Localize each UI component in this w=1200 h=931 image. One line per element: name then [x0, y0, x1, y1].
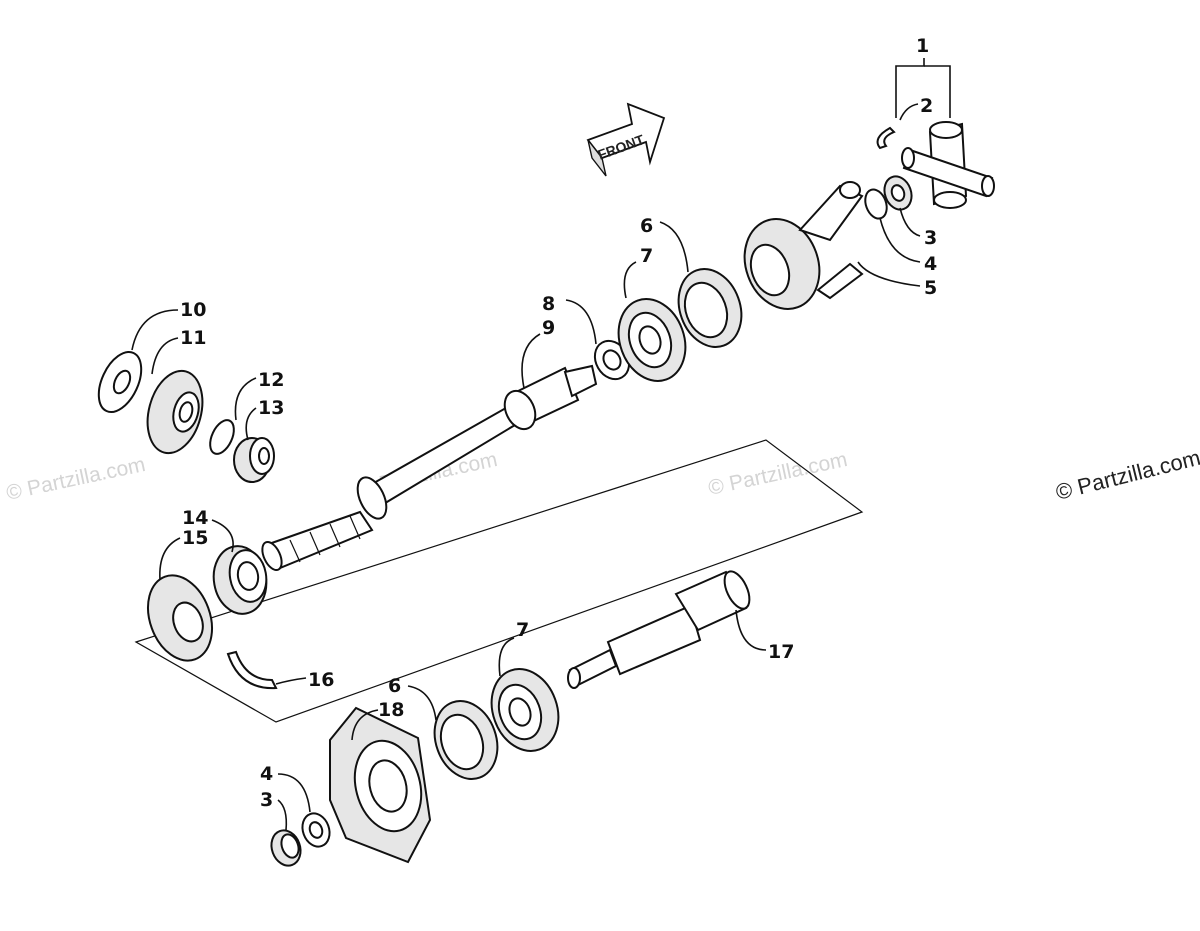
- callout-3-lower: 3: [260, 789, 273, 811]
- pinion-gear-11: [146, 369, 204, 455]
- shim-12: [209, 419, 235, 455]
- ring-gear-15: [147, 574, 213, 662]
- nut-3-upper: [883, 175, 913, 211]
- callout-5: 5: [924, 277, 937, 299]
- shaft-17: [567, 570, 751, 689]
- callout-7-lower: 7: [516, 619, 529, 641]
- clip-2: [876, 126, 896, 150]
- washer-4-lower: [301, 812, 331, 848]
- leader-lines: [131, 58, 951, 831]
- seal-6-upper: [677, 268, 743, 348]
- yoke-5: [743, 181, 864, 310]
- callout-11: 11: [180, 327, 206, 349]
- seal-6-lower: [433, 700, 499, 780]
- callout-1: 1: [916, 35, 929, 57]
- washer-10: [97, 351, 143, 413]
- callout-numbers: 1 2 3 4 5 6 7 8 9 10 11 12 13 14 15 16 7…: [180, 35, 937, 811]
- bearing-13: [233, 437, 275, 483]
- callout-2: 2: [920, 95, 933, 117]
- nut-3-lower: [270, 829, 302, 867]
- housing-18: [329, 706, 432, 864]
- partzilla-watermark: © Partzilla.com: [1053, 445, 1200, 505]
- snap-ring-16: [226, 650, 278, 690]
- callout-12: 12: [258, 369, 284, 391]
- callout-8: 8: [542, 293, 555, 315]
- callout-13: 13: [258, 397, 284, 419]
- bearing-14: [212, 545, 268, 615]
- universal-joint-1: [901, 121, 995, 209]
- washer-4-upper: [864, 188, 888, 220]
- front-arrow: FRONT: [586, 102, 666, 177]
- callout-16: 16: [308, 669, 334, 691]
- lower-assembly-outline: [134, 439, 864, 723]
- callout-10: 10: [180, 299, 206, 321]
- bearing-7-lower: [490, 668, 560, 752]
- callout-17: 17: [768, 641, 794, 663]
- callout-7-upper: 7: [640, 245, 653, 267]
- callout-18: 18: [378, 699, 404, 721]
- callout-6-lower: 6: [388, 675, 401, 697]
- callout-15: 15: [182, 527, 208, 549]
- callout-3-upper: 3: [924, 227, 937, 249]
- watermark-right: © Partzilla.com: [706, 448, 849, 500]
- watermark-left: © Partzilla.com: [4, 453, 147, 505]
- callout-4-upper: 4: [924, 253, 937, 275]
- callout-6-upper: 6: [640, 215, 653, 237]
- bearing-7-upper: [617, 298, 687, 382]
- main-shaft: [261, 364, 598, 572]
- callout-14: 14: [182, 507, 208, 529]
- callout-4-lower: 4: [260, 763, 273, 785]
- callout-9: 9: [542, 317, 555, 339]
